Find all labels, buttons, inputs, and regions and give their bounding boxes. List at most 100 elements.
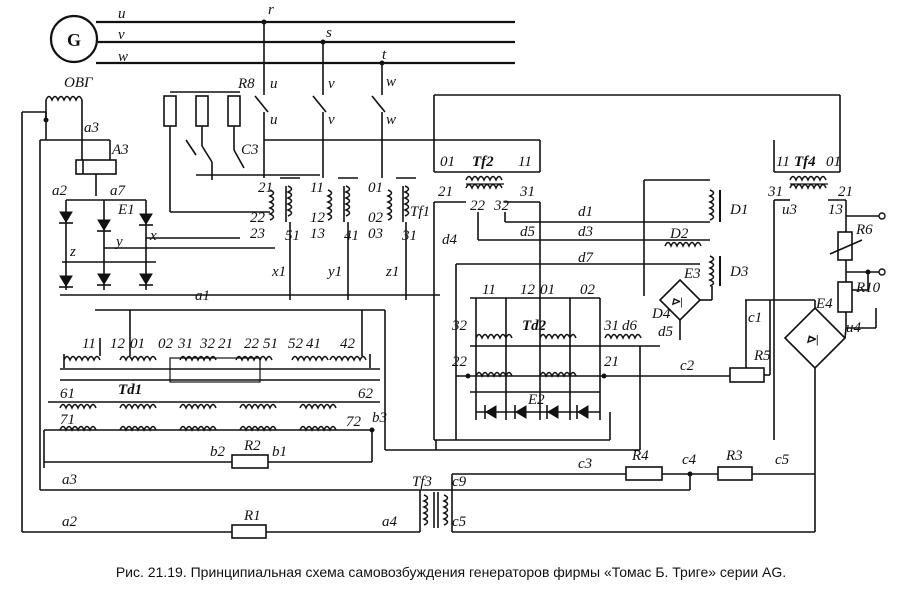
td1-t12: 12 [110, 336, 126, 352]
transformer-tf2: 01 Tf2 11 21 22 32 31 d4 d5 d1 d3 d7 [433, 94, 840, 440]
td1-t22: 22 [244, 336, 260, 352]
node-a7: a7 [110, 183, 127, 199]
label-e1: E1 [117, 202, 135, 218]
td1-t61: 61 [60, 386, 75, 402]
td2-t01: 01 [540, 282, 555, 298]
excitation-winding: ОВГ [45, 75, 94, 120]
label-d1: D1 [729, 202, 748, 218]
e3-diode-symbol: ⊳| [671, 296, 683, 308]
node-d7: d7 [578, 250, 595, 266]
label-d4: D4 [651, 306, 671, 322]
td1-t11: 11 [82, 336, 96, 352]
tf2-t01: 01 [440, 154, 455, 170]
td1-t71: 71 [60, 412, 75, 428]
node-d1: d1 [578, 204, 593, 220]
td1-t32: 32 [199, 336, 216, 352]
tf4-t31: 31 [767, 184, 783, 200]
tf1-t31: 31 [401, 228, 417, 244]
node-z: z [69, 244, 76, 260]
node-u3: u3 [782, 202, 797, 218]
tap-label-r: r [268, 2, 274, 18]
tf1-t01: 01 [368, 180, 383, 196]
td1-t31: 31 [177, 336, 193, 352]
transformer-td2: 11 12 01 02 32 31 Td2 22 21 c2 [451, 282, 730, 420]
label-a3-relay: A3 [111, 142, 129, 158]
td1-t01: 01 [130, 336, 145, 352]
node-b3: b3 [372, 410, 387, 426]
node-d5b: d5 [658, 324, 674, 340]
td1-t51: 51 [263, 336, 278, 352]
label-r5: R5 [753, 348, 771, 364]
misc-wiring [384, 346, 641, 451]
label-tf2: Tf2 [472, 154, 494, 170]
node-d3: d3 [578, 224, 593, 240]
tf4-t11: 11 [776, 154, 790, 170]
label-e4: E4 [815, 296, 833, 312]
bus-label-w: w [118, 49, 128, 65]
tf2-t31: 31 [519, 184, 535, 200]
tap-label-t: t [382, 47, 387, 63]
bridge-e2: E2 [434, 392, 611, 441]
node-a4: a4 [382, 514, 398, 530]
label-r6: R6 [855, 222, 873, 238]
tf4-t01: 01 [826, 154, 841, 170]
bridge-e1: a2 a7 E1 y x z a1 [52, 183, 440, 304]
bus-label-u: u [118, 6, 126, 22]
node-d6: d6 [622, 318, 638, 334]
tf1-t12: 12 [310, 210, 326, 226]
label-r1: R1 [243, 508, 261, 524]
label-r2: R2 [243, 438, 261, 454]
label-e2: E2 [527, 392, 545, 408]
node-a1: a1 [195, 288, 210, 304]
bridge-e4: E4 ⊳| [745, 296, 847, 532]
td1-t42: 42 [340, 336, 356, 352]
node-b1: b1 [272, 444, 287, 460]
switch-label-v-top: v [328, 76, 335, 92]
node-a3-bottom: a3 [62, 472, 77, 488]
switch-label-w: w [386, 112, 396, 128]
tf1-t11: 11 [310, 180, 324, 196]
generator-symbol: G [67, 30, 81, 50]
tf1-t03: 03 [368, 226, 383, 242]
tf4-t21: 21 [838, 184, 853, 200]
tf2-t22: 22 [470, 198, 486, 214]
node-d5: d5 [520, 224, 536, 240]
td1-t72: 72 [346, 414, 362, 430]
node-b2: b2 [210, 444, 226, 460]
label-td2: Td2 [522, 318, 547, 334]
label-d3: D3 [729, 264, 748, 280]
c-line: c3 R4 c4 R3 c5 [420, 448, 815, 491]
tf2-t21: 21 [438, 184, 453, 200]
node-x1: x1 [271, 264, 286, 280]
td2-t22: 22 [452, 354, 468, 370]
label-tf1: Tf1 [410, 204, 430, 220]
node-c2: c2 [680, 358, 695, 374]
tf1-t51: 51 [285, 228, 300, 244]
main-switch: u v w u v w [254, 22, 540, 178]
transformer-tf1: 21 22 23 11 12 13 01 02 03 51 41 31 Tf1 … [170, 177, 430, 300]
node-y1: y1 [326, 264, 342, 280]
tf1-t02: 02 [368, 210, 384, 226]
resistor-bank-r8: R8 C3 [163, 76, 320, 212]
switch-label-u: u [270, 112, 278, 128]
reactors-d: D1 D2 D3 E3 ⊳| D4 d5 d6 [622, 179, 748, 340]
td2-t32: 32 [451, 318, 468, 334]
label-td1: Td1 [118, 382, 142, 398]
td2-t21: 21 [604, 354, 619, 370]
bus-label-v: v [118, 27, 125, 43]
tf1-t13: 13 [310, 226, 325, 242]
td1-t21: 21 [218, 336, 233, 352]
node-c4: c4 [682, 452, 697, 468]
label-r4: R4 [631, 448, 649, 464]
label-d2: D2 [669, 226, 689, 242]
bottom-wiring: a3 a2 R1 a4 Tf3 c9 c5 [22, 472, 815, 539]
node-c5: c5 [775, 452, 790, 468]
node-y: y [114, 234, 123, 250]
td2-t12: 12 [520, 282, 536, 298]
node-x: x [149, 228, 157, 244]
label-r8: R8 [237, 76, 255, 92]
transformer-tf4: 11 Tf4 01 31 21 u3 13 R6 R10 u4 [767, 95, 886, 440]
e4-diode-symbol: ⊳| [806, 332, 819, 346]
node-a2-left: a2 [52, 183, 68, 199]
